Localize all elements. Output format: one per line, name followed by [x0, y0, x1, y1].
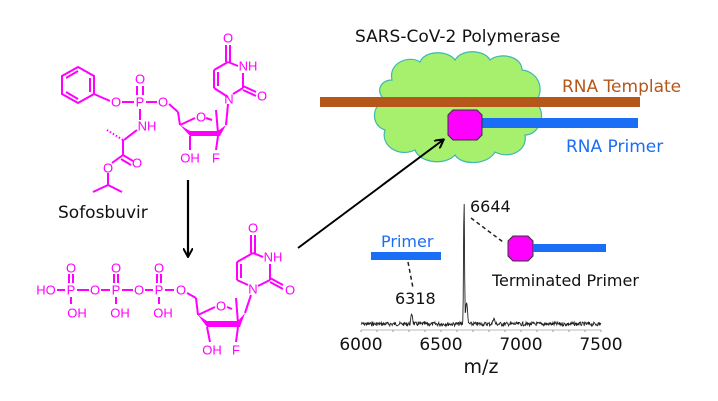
bond [123, 129, 138, 141]
bond [226, 306, 233, 310]
bond [215, 135, 219, 151]
bond [92, 184, 109, 193]
atom-label: NH [264, 250, 283, 265]
atom-label: O [132, 156, 142, 171]
atom-label: F [232, 343, 240, 358]
bond [236, 279, 249, 286]
atom-label: O [248, 221, 258, 236]
bond [242, 89, 257, 97]
atom-label: O [196, 110, 206, 125]
atom-label: O [111, 95, 121, 110]
bond [244, 294, 252, 314]
bond [206, 326, 211, 343]
x-tick-label: 6000 [339, 335, 382, 355]
incorporation-arrow-icon [297, 140, 443, 249]
mass-spectrum: 6000 6500 7000 7500 m/z [339, 203, 623, 378]
atom-label: O [216, 299, 226, 314]
atom-label: O [223, 31, 233, 46]
atom-label: O [158, 95, 168, 110]
atom-label: OH [153, 306, 173, 321]
atom-label: N [224, 92, 233, 107]
bond [269, 277, 284, 286]
bond [227, 61, 239, 67]
bond [242, 85, 257, 93]
bond [177, 111, 181, 126]
sofosbuvir-structure: O P O O NH O O O OH F N NH O O [61, 31, 267, 193]
atom-label: O [285, 283, 295, 298]
bond [122, 154, 134, 162]
atom-label: O [111, 261, 121, 276]
peak-label-primer: 6318 [395, 289, 436, 308]
bond [65, 70, 79, 79]
rna-template-label: RNA Template [562, 77, 681, 97]
primer-strand [371, 252, 441, 260]
atom-label: P [136, 95, 145, 110]
bond [111, 154, 124, 164]
bond [252, 252, 264, 258]
bond [205, 117, 213, 121]
atom-label: OH [110, 306, 130, 321]
bond [269, 281, 284, 290]
rna-primer-strand [478, 118, 638, 128]
atom-label: P [67, 283, 76, 298]
bond [107, 184, 123, 193]
atom-label: OH [202, 343, 222, 358]
primer-label: Primer [381, 232, 434, 251]
rna-template-strand [320, 97, 640, 107]
polymerase-cloud [373, 51, 543, 164]
bond [235, 326, 239, 343]
bond [197, 306, 216, 316]
peak-label-terminated: 6644 [470, 197, 511, 216]
terminated-primer-label: Terminated Primer [491, 271, 639, 290]
bond [65, 91, 79, 100]
atom-label: F [212, 151, 220, 166]
bond [236, 252, 254, 263]
x-tick-label: 7500 [579, 335, 622, 355]
bond [213, 87, 229, 98]
atom-label: P [155, 283, 164, 298]
bond [195, 297, 199, 316]
bond [257, 279, 271, 287]
x-tick-label: 7000 [499, 335, 542, 355]
atom-label: O [135, 72, 145, 87]
atom-label: OH [180, 151, 200, 166]
bond [168, 103, 179, 113]
dashed-leader [470, 217, 504, 243]
atom-label: HO [36, 283, 56, 298]
bond [93, 93, 111, 102]
x-tick-label: 6500 [419, 335, 462, 355]
polymerase-title: SARS-CoV-2 Polymerase [355, 27, 560, 47]
atom-label: O [134, 283, 144, 298]
atom-label: NH [239, 59, 258, 74]
rna-primer-label: RNA Primer [566, 137, 663, 157]
spectrum-trace [360, 203, 602, 328]
atom-label: OH [67, 306, 87, 321]
triphosphate-structure: HO P O OH O P O OH O P O OH O O OH F [36, 221, 295, 358]
bond [235, 297, 239, 324]
atom-label: O [66, 261, 76, 276]
sofosbuvir-label: Sofosbuvir [58, 203, 148, 223]
dashed-leader [407, 261, 414, 289]
atom-label: O [103, 161, 113, 176]
atom-label: O [176, 283, 186, 298]
terminated-primer-strand [533, 244, 606, 252]
bond [186, 292, 197, 299]
atom-label: O [257, 89, 267, 104]
bond [213, 61, 229, 71]
bond [120, 158, 132, 166]
bond [61, 65, 95, 105]
bond [179, 117, 196, 126]
atom-label: NH [138, 119, 157, 134]
terminator-nucleotide-icon [507, 235, 534, 262]
atom-label: O [90, 283, 100, 298]
bond [215, 109, 219, 134]
bond [232, 87, 244, 95]
terminator-nucleotide-icon [447, 109, 483, 141]
x-axis-label: m/z [464, 356, 499, 378]
bond [225, 103, 229, 126]
atom-label: N [248, 282, 257, 297]
atom-label: O [154, 261, 164, 276]
atom-label: P [112, 283, 121, 298]
